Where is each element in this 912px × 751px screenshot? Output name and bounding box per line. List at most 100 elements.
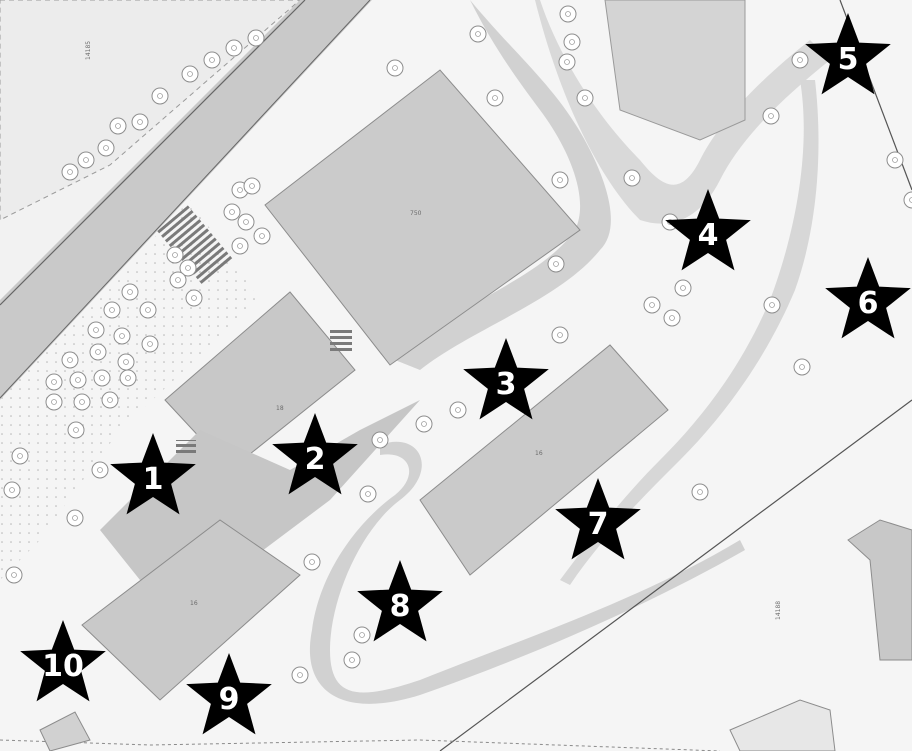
tree-icon xyxy=(66,509,84,527)
tree-icon xyxy=(663,309,681,327)
tree-icon xyxy=(558,53,576,71)
marker-4[interactable]: 4 xyxy=(665,189,751,271)
tree-icon-center xyxy=(185,265,191,271)
tree-icon-center xyxy=(557,177,563,183)
stairs-north xyxy=(157,205,233,285)
tree-icon xyxy=(61,163,79,181)
marker-label: 4 xyxy=(698,218,719,253)
upper-path xyxy=(535,0,830,224)
stairs-south xyxy=(176,440,196,456)
tree-icon-center xyxy=(51,379,57,385)
marker-3[interactable]: 3 xyxy=(463,338,549,420)
marker-10[interactable]: 10 xyxy=(20,620,106,702)
tree-icon-center xyxy=(11,572,17,578)
tree-icon xyxy=(237,213,255,231)
marker-label: 6 xyxy=(858,286,879,321)
tree-icon xyxy=(119,369,137,387)
marker-5[interactable]: 5 xyxy=(805,13,891,95)
star-shape xyxy=(110,433,196,515)
marker-9[interactable]: 9 xyxy=(186,653,272,735)
star-shape xyxy=(825,257,911,339)
access-path xyxy=(395,0,611,370)
marker-label: 1 xyxy=(143,462,164,497)
tree-icon xyxy=(113,327,131,345)
tree-icon-center xyxy=(259,233,265,239)
tree-icon xyxy=(97,139,115,157)
tree-icon xyxy=(141,335,159,353)
tree-icon-center xyxy=(455,407,461,413)
tree-icon-center xyxy=(109,307,115,313)
tree-icon-center xyxy=(892,157,898,163)
tree-icon-center xyxy=(697,489,703,495)
tree-icon xyxy=(77,151,95,169)
tree-icon-center xyxy=(9,487,15,493)
tree-icon-center xyxy=(97,467,103,473)
tree-icon xyxy=(623,169,641,187)
tree-icon xyxy=(359,485,377,503)
tree-icon-center xyxy=(209,57,215,63)
tree-icon-center xyxy=(569,39,575,45)
marker-8[interactable]: 8 xyxy=(357,560,443,642)
tree-icon-center xyxy=(119,333,125,339)
tree-icon-center xyxy=(297,672,303,678)
tree-icon xyxy=(793,358,811,376)
tree-icon-center xyxy=(799,364,805,370)
tree-icon xyxy=(386,59,404,77)
tree-icon xyxy=(291,666,309,684)
tree-icon-center xyxy=(421,421,427,427)
boundary-line-dashed xyxy=(0,739,721,751)
tree-icon-center xyxy=(125,375,131,381)
tree-icon xyxy=(576,89,594,107)
tree-icon xyxy=(166,246,184,264)
marker-6[interactable]: 6 xyxy=(825,257,911,339)
marker-label: 9 xyxy=(219,682,240,717)
tree-icon xyxy=(181,65,199,83)
building-east-fragment xyxy=(847,519,912,661)
tree-icon-center xyxy=(237,187,243,193)
tree-icon xyxy=(69,371,87,389)
tree-icon xyxy=(121,283,139,301)
tree-icon xyxy=(223,203,241,221)
marker-2[interactable]: 2 xyxy=(272,413,358,495)
tree-icon-center xyxy=(243,219,249,225)
tree-icon-center xyxy=(629,175,635,181)
marker-label: 5 xyxy=(838,42,859,77)
tree-icon-center xyxy=(249,183,255,189)
tree-icon-center xyxy=(115,123,121,129)
tree-icon xyxy=(763,296,781,314)
tree-icon xyxy=(551,326,569,344)
marker-label: 2 xyxy=(305,442,326,477)
tree-icon-center xyxy=(67,357,73,363)
road-edge-line xyxy=(0,0,371,399)
tree-icon-center xyxy=(309,559,315,565)
tree-icon xyxy=(101,391,119,409)
tree-icon-center xyxy=(553,261,559,267)
tree-icon xyxy=(109,117,127,135)
building-label: 18 xyxy=(276,405,284,412)
tree-icon xyxy=(886,151,904,169)
structure-bottom-right xyxy=(729,699,836,751)
marker-label: 10 xyxy=(42,649,84,684)
tree-icon xyxy=(89,343,107,361)
tree-icon xyxy=(61,351,79,369)
marker-7[interactable]: 7 xyxy=(555,478,641,560)
road-edge-line xyxy=(0,0,306,306)
star-shape xyxy=(665,189,751,271)
parcel-number: 14188 xyxy=(775,601,782,620)
tree-icon xyxy=(563,33,581,51)
parcel-number: 14185 xyxy=(85,41,92,60)
tree-icon xyxy=(131,113,149,131)
tree-icon xyxy=(559,5,577,23)
tree-icon-center xyxy=(137,119,143,125)
star-shape xyxy=(463,338,549,420)
marker-1[interactable]: 1 xyxy=(110,433,196,515)
marker-label: 7 xyxy=(588,507,609,542)
tree-icon xyxy=(486,89,504,107)
star-shape xyxy=(186,653,272,735)
tree-icon-center xyxy=(103,145,109,151)
tree-icon-center xyxy=(145,307,151,313)
marker-label: 8 xyxy=(390,589,411,624)
tree-icon xyxy=(169,271,187,289)
tree-icon-center xyxy=(147,341,153,347)
